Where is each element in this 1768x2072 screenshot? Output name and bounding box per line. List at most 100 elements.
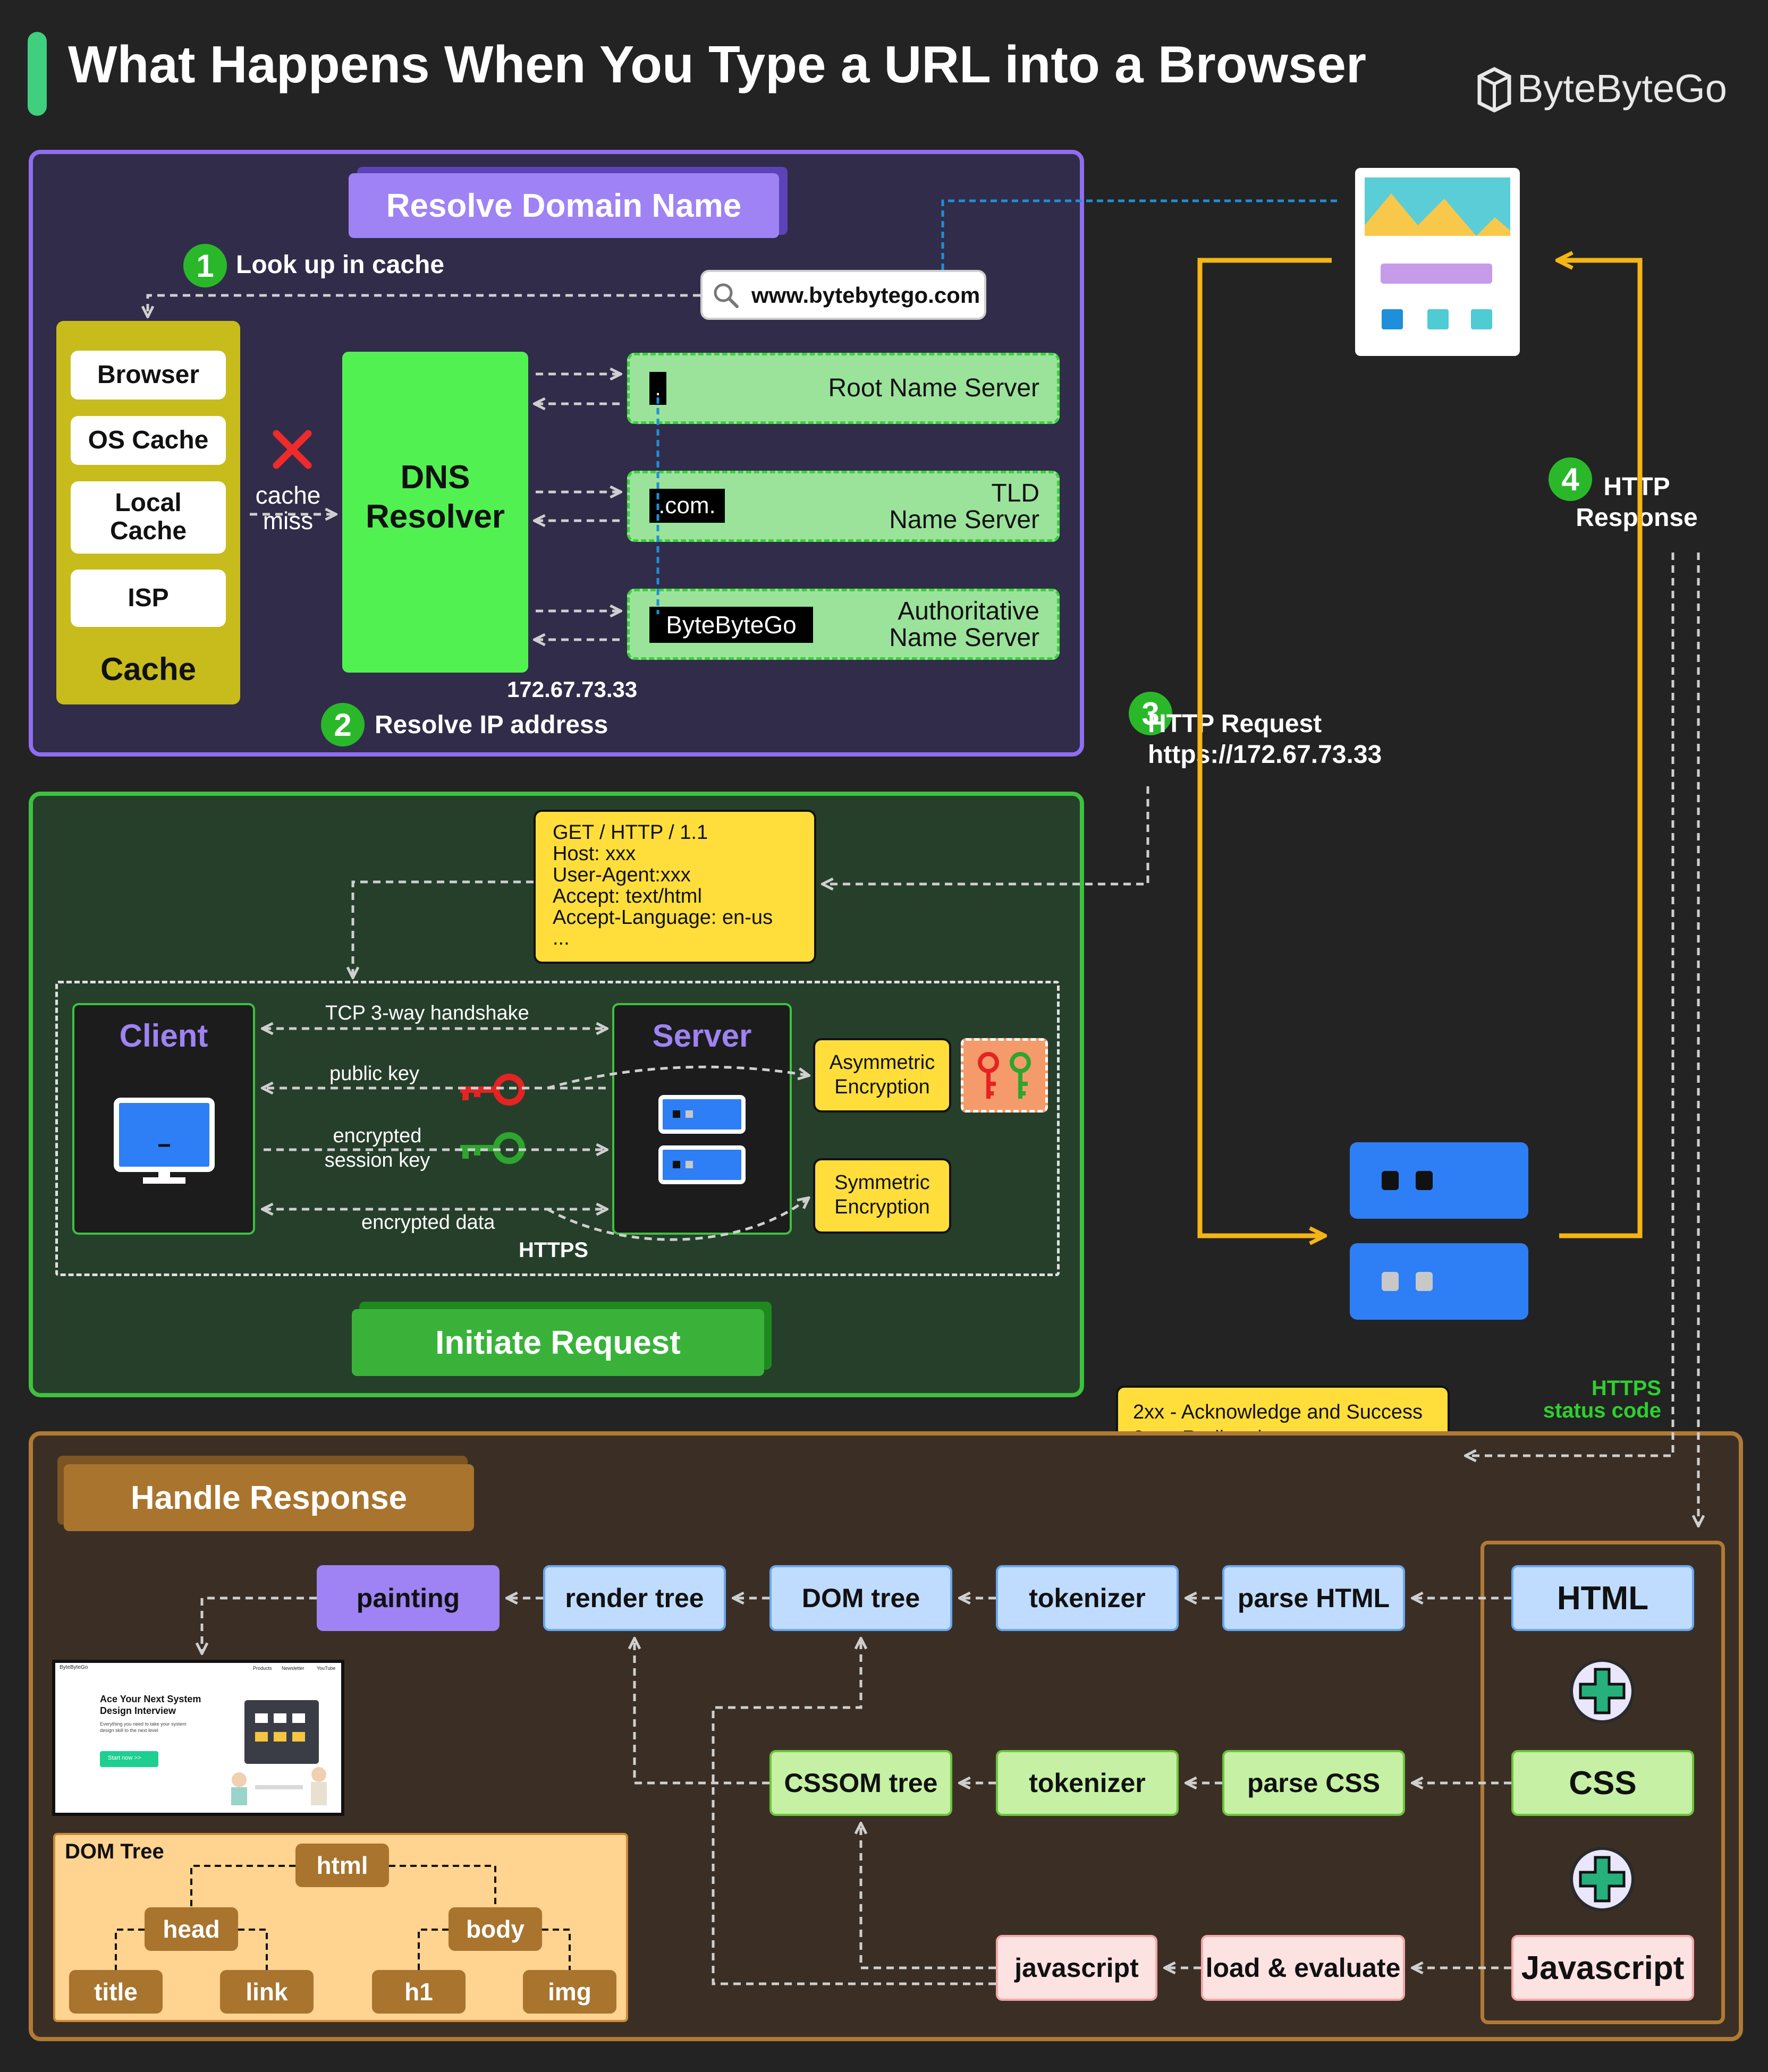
step3-badge: 3 — [1129, 692, 1172, 735]
cache-item-local-cache: Local Cache — [71, 481, 226, 554]
green-key-icon — [460, 1132, 525, 1164]
client-label: Client — [119, 1018, 208, 1054]
web-server-top-led-1 — [1382, 1171, 1399, 1190]
plus-icon-2 — [1570, 1847, 1635, 1912]
dom-node-html: html — [295, 1844, 389, 1887]
dom-node-img: img — [523, 1970, 616, 2014]
title-accent-bar — [28, 32, 47, 116]
url-text: www.bytebytego.com — [751, 283, 980, 308]
parse-html-node: parse HTML — [1222, 1565, 1405, 1631]
symmetric-encryption-box — [813, 1158, 951, 1234]
thumb-subtext: Everything you need to take your system … — [100, 1721, 187, 1733]
red-key-icon — [460, 1074, 525, 1106]
key-pair-icon — [978, 1052, 1031, 1099]
webpage-dot-3 — [1471, 309, 1492, 329]
cache-miss-x-icon — [273, 430, 312, 469]
dom-node-link: link — [220, 1970, 314, 2014]
step2-label: Resolve IP address — [375, 711, 608, 739]
http-request-text: GET / HTTP / 1.1 Host: xxx User-Agent:xx… — [553, 821, 773, 950]
cache-item-browser: Browser — [71, 351, 226, 400]
css-tokenizer-node: tokenizer — [996, 1750, 1179, 1816]
html-source-node: HTML — [1511, 1565, 1694, 1631]
http-request-note — [534, 810, 816, 964]
painting-node: painting — [317, 1565, 500, 1631]
asymmetric-encryption-label: Asymmetric Encryption — [829, 1051, 935, 1098]
cache-item-os-cache: OS Cache — [71, 416, 226, 465]
server-rack-icon — [658, 1095, 746, 1184]
search-icon — [714, 283, 739, 308]
authoritative-name-server-label: Authoritative Name Server — [889, 597, 1039, 652]
thumb-cta-button — [100, 1751, 158, 1767]
tld-name-server-box — [627, 471, 1060, 542]
thumb-logo: ByteByteGo — [60, 1665, 88, 1670]
root-name-server-box — [627, 353, 1060, 424]
url-search-bar[interactable] — [700, 270, 986, 320]
webpage-dot-1 — [1382, 309, 1403, 329]
root-tag: . — [649, 372, 666, 405]
dns-resolver-box — [342, 352, 528, 673]
javascript-source-node: Javascript — [1511, 1935, 1694, 2001]
brand-name: ByteByteGo — [1517, 66, 1727, 111]
resolve-section-title: Resolve Domain Name — [349, 173, 779, 238]
webpage-image-icon — [1365, 177, 1510, 236]
session-key-label: encrypted session key — [324, 1125, 430, 1171]
dns-resolver-label: DNS Resolver — [366, 459, 505, 536]
cssom-tree-node: CSSOM tree — [769, 1750, 952, 1816]
authoritative-tag: ByteByteGo — [649, 607, 813, 643]
thumb-nav-2: Newsletter — [282, 1666, 304, 1671]
dom-node-h1: h1 — [372, 1970, 466, 2014]
load-evaluate-node: load & evaluate — [1201, 1935, 1405, 2001]
dom-tree-panel-title: DOM Tree — [65, 1840, 164, 1863]
thumb-headline: Ace Your Next System Design Interview — [100, 1694, 201, 1716]
cache-label: Cache — [100, 651, 197, 687]
symmetric-encryption-label: Symmetric Encryption — [834, 1171, 930, 1218]
tcp-handshake-label: TCP 3-way handshake — [325, 1002, 529, 1024]
web-server-bottom-led-2 — [1416, 1272, 1433, 1291]
https-status-code-label: HTTPS status code — [1543, 1377, 1661, 1422]
web-server-bottom — [1350, 1243, 1528, 1320]
tld-tag: .com. — [649, 489, 725, 523]
step3-label: HTTP Request https://172.67.73.33 — [1148, 710, 1382, 769]
dom-node-body: body — [449, 1907, 542, 1951]
cache-miss-label: cache miss — [255, 481, 321, 535]
dom-tree-node: DOM tree — [769, 1565, 952, 1631]
thumb-illustration-icon — [231, 1700, 327, 1805]
response-section-title: Handle Response — [64, 1464, 474, 1531]
https-label: HTTPS — [519, 1238, 589, 1262]
root-name-server-label: Root Name Server — [828, 374, 1039, 402]
public-key-label: public key — [329, 1063, 419, 1085]
cache-item-isp: ISP — [71, 570, 226, 627]
rendered-page-thumbnail — [52, 1660, 344, 1816]
dom-node-title: title — [69, 1970, 163, 2014]
computer-monitor-icon — [114, 1098, 215, 1184]
dom-node-head: head — [145, 1907, 238, 1951]
tld-name-server-label: TLD Name Server — [889, 479, 1039, 534]
web-server-top-led-2 — [1416, 1171, 1433, 1190]
thumb-cta-label: Start now >> — [108, 1755, 141, 1761]
request-section-title: Initiate Request — [352, 1309, 764, 1376]
key-pair-box — [961, 1038, 1048, 1113]
https-connection-boundary — [55, 981, 1060, 1276]
page-title: What Happens When You Type a URL into a … — [68, 35, 1367, 94]
javascript-execution-node: javascript — [996, 1935, 1157, 2001]
render-tree-node: render tree — [543, 1565, 726, 1631]
webpage-dot-2 — [1427, 309, 1449, 329]
server-label: Server — [652, 1018, 752, 1054]
plus-icon-1 — [1570, 1659, 1635, 1723]
html-tokenizer-node: tokenizer — [996, 1565, 1179, 1631]
resolved-ip: 172.67.73.33 — [507, 677, 638, 702]
css-source-node: CSS — [1511, 1750, 1694, 1816]
web-server-top — [1350, 1142, 1528, 1219]
parse-css-node: parse CSS — [1222, 1750, 1405, 1816]
webpage-text-bar — [1381, 264, 1492, 284]
encrypted-data-label: encrypted data — [361, 1211, 495, 1234]
web-server-bottom-led-1 — [1382, 1272, 1399, 1291]
step1-badge: 1 — [183, 244, 227, 287]
step2-badge: 2 — [321, 703, 365, 746]
bytebytego-logo-icon — [1477, 67, 1511, 113]
thumb-nav-3: YouTube — [317, 1666, 336, 1671]
asymmetric-encryption-box — [813, 1038, 951, 1113]
thumb-nav-1: Products — [253, 1666, 272, 1671]
step1-label: Look up in cache — [236, 251, 445, 279]
